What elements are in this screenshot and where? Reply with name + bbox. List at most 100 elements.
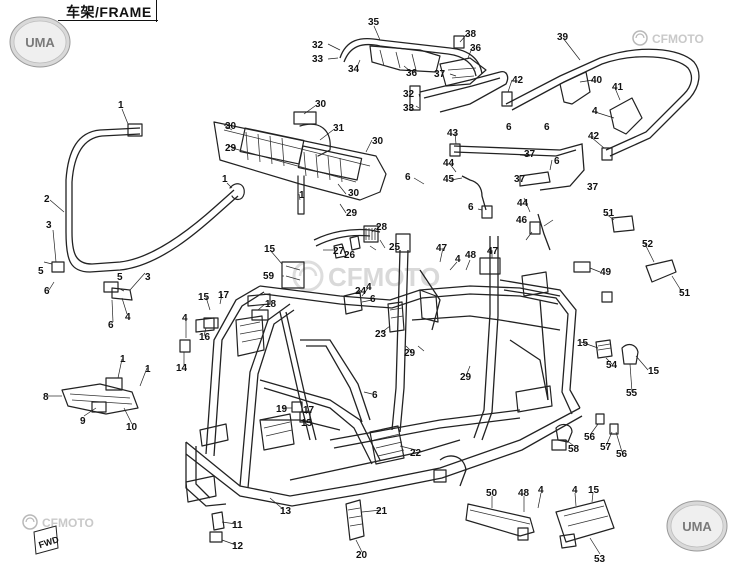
callout-48: 48 xyxy=(518,488,530,499)
callout-39: 39 xyxy=(557,32,569,43)
callout-32: 32 xyxy=(312,40,324,51)
uma-logo-text: UMA xyxy=(25,35,55,50)
callout-6: 6 xyxy=(372,390,378,401)
callout-38: 38 xyxy=(465,29,477,40)
callout-1: 1 xyxy=(299,190,305,201)
cfmoto-logo-bottom-left: CFMOTO xyxy=(22,514,94,530)
callout-6: 6 xyxy=(370,294,376,305)
cfmoto-watermark-center: CFMOTO xyxy=(292,260,440,292)
callout-29: 29 xyxy=(225,143,237,154)
callout-29: 29 xyxy=(346,208,358,219)
uma-logo-bottom-right: UMA xyxy=(666,500,728,552)
callout-30: 30 xyxy=(348,188,360,199)
callout-23: 23 xyxy=(375,329,387,340)
callout-1: 1 xyxy=(120,354,126,365)
callout-15: 15 xyxy=(301,418,313,429)
callout-12: 12 xyxy=(232,541,244,552)
callout-44: 44 xyxy=(517,198,529,209)
callout-52: 52 xyxy=(642,239,654,250)
callout-6: 6 xyxy=(544,122,550,133)
callout-24: 24 xyxy=(355,286,367,297)
uma-logo-top-left: UMA xyxy=(9,16,71,68)
callout-6: 6 xyxy=(44,286,50,297)
callout-16: 16 xyxy=(199,332,211,343)
callout-42: 42 xyxy=(588,131,600,142)
callout-49: 49 xyxy=(600,267,612,278)
callout-40: 40 xyxy=(591,75,603,86)
callout-44: 44 xyxy=(443,158,455,169)
cfmoto-watermark-text: CFMOTO xyxy=(328,262,440,292)
callout-54: 54 xyxy=(606,360,618,371)
callout-3: 3 xyxy=(46,220,52,231)
callout-26: 26 xyxy=(344,250,356,261)
callout-14: 14 xyxy=(176,363,188,374)
callout-33: 33 xyxy=(312,54,324,65)
callout-53: 53 xyxy=(594,554,606,565)
callout-20: 20 xyxy=(356,550,368,561)
callout-34: 34 xyxy=(348,64,360,75)
callout-50: 50 xyxy=(486,488,498,499)
callout-5: 5 xyxy=(38,266,44,277)
cfmoto-logo-text: CFMOTO xyxy=(652,32,704,46)
callout-17: 17 xyxy=(303,405,315,416)
front-bumper-tube xyxy=(51,123,245,301)
callout-48: 48 xyxy=(465,250,477,261)
callout-6: 6 xyxy=(468,202,474,213)
callout-36: 36 xyxy=(470,43,482,54)
callout-11: 11 xyxy=(232,520,243,531)
callout-4: 4 xyxy=(182,313,188,324)
callout-2: 2 xyxy=(44,194,50,205)
rear-rack-tube xyxy=(501,48,700,161)
side-bracket-assembly xyxy=(61,377,139,415)
callout-51: 51 xyxy=(679,288,691,299)
callout-4: 4 xyxy=(538,485,544,496)
callout-4: 4 xyxy=(455,254,461,265)
lower-bracket-11 xyxy=(209,511,225,543)
license-plate-bracket xyxy=(555,499,615,549)
callout-1: 1 xyxy=(145,364,151,375)
callout-10: 10 xyxy=(126,422,138,433)
steering-bracket xyxy=(313,225,381,259)
bracket-23 xyxy=(387,301,405,333)
front-rack-bracket xyxy=(213,111,387,215)
callout-31: 31 xyxy=(333,123,345,134)
rear-shock-brackets xyxy=(595,339,639,365)
rear-small-parts xyxy=(595,413,619,435)
callout-4: 4 xyxy=(366,282,372,293)
callout-13: 13 xyxy=(280,506,292,517)
callout-4: 4 xyxy=(592,106,598,117)
callout-55: 55 xyxy=(626,388,638,399)
bracket-24 xyxy=(343,291,363,315)
callout-21: 21 xyxy=(376,506,388,517)
callout-36: 36 xyxy=(406,68,418,79)
callout-29: 29 xyxy=(460,372,472,383)
callout-6: 6 xyxy=(554,156,560,167)
callout-8: 8 xyxy=(43,392,49,403)
diagram-title: 车架/FRAME xyxy=(66,4,152,20)
center-small-parts xyxy=(291,401,311,423)
callout-57: 57 xyxy=(600,442,612,453)
callout-15: 15 xyxy=(577,338,589,349)
callout-28: 28 xyxy=(376,222,388,233)
title-underline xyxy=(58,20,158,21)
callout-18: 18 xyxy=(265,299,277,310)
callout-30: 30 xyxy=(372,136,384,147)
rear-mount-58 xyxy=(551,423,573,451)
callout-43: 43 xyxy=(447,128,459,139)
main-frame xyxy=(185,233,583,507)
uma-logo-text: UMA xyxy=(682,519,712,534)
title-divider xyxy=(156,0,157,22)
callout-35: 35 xyxy=(368,17,380,28)
callout-46: 46 xyxy=(516,215,528,226)
callout-45: 45 xyxy=(443,174,455,185)
mount-block xyxy=(281,261,305,289)
callout-15: 15 xyxy=(648,366,660,377)
callout-37: 37 xyxy=(514,174,526,185)
fwd-badge: FWD xyxy=(33,525,61,555)
leader-lines xyxy=(43,25,683,555)
callout-4: 4 xyxy=(125,312,131,323)
callout-37: 37 xyxy=(587,182,599,193)
callout-32: 32 xyxy=(403,89,415,100)
